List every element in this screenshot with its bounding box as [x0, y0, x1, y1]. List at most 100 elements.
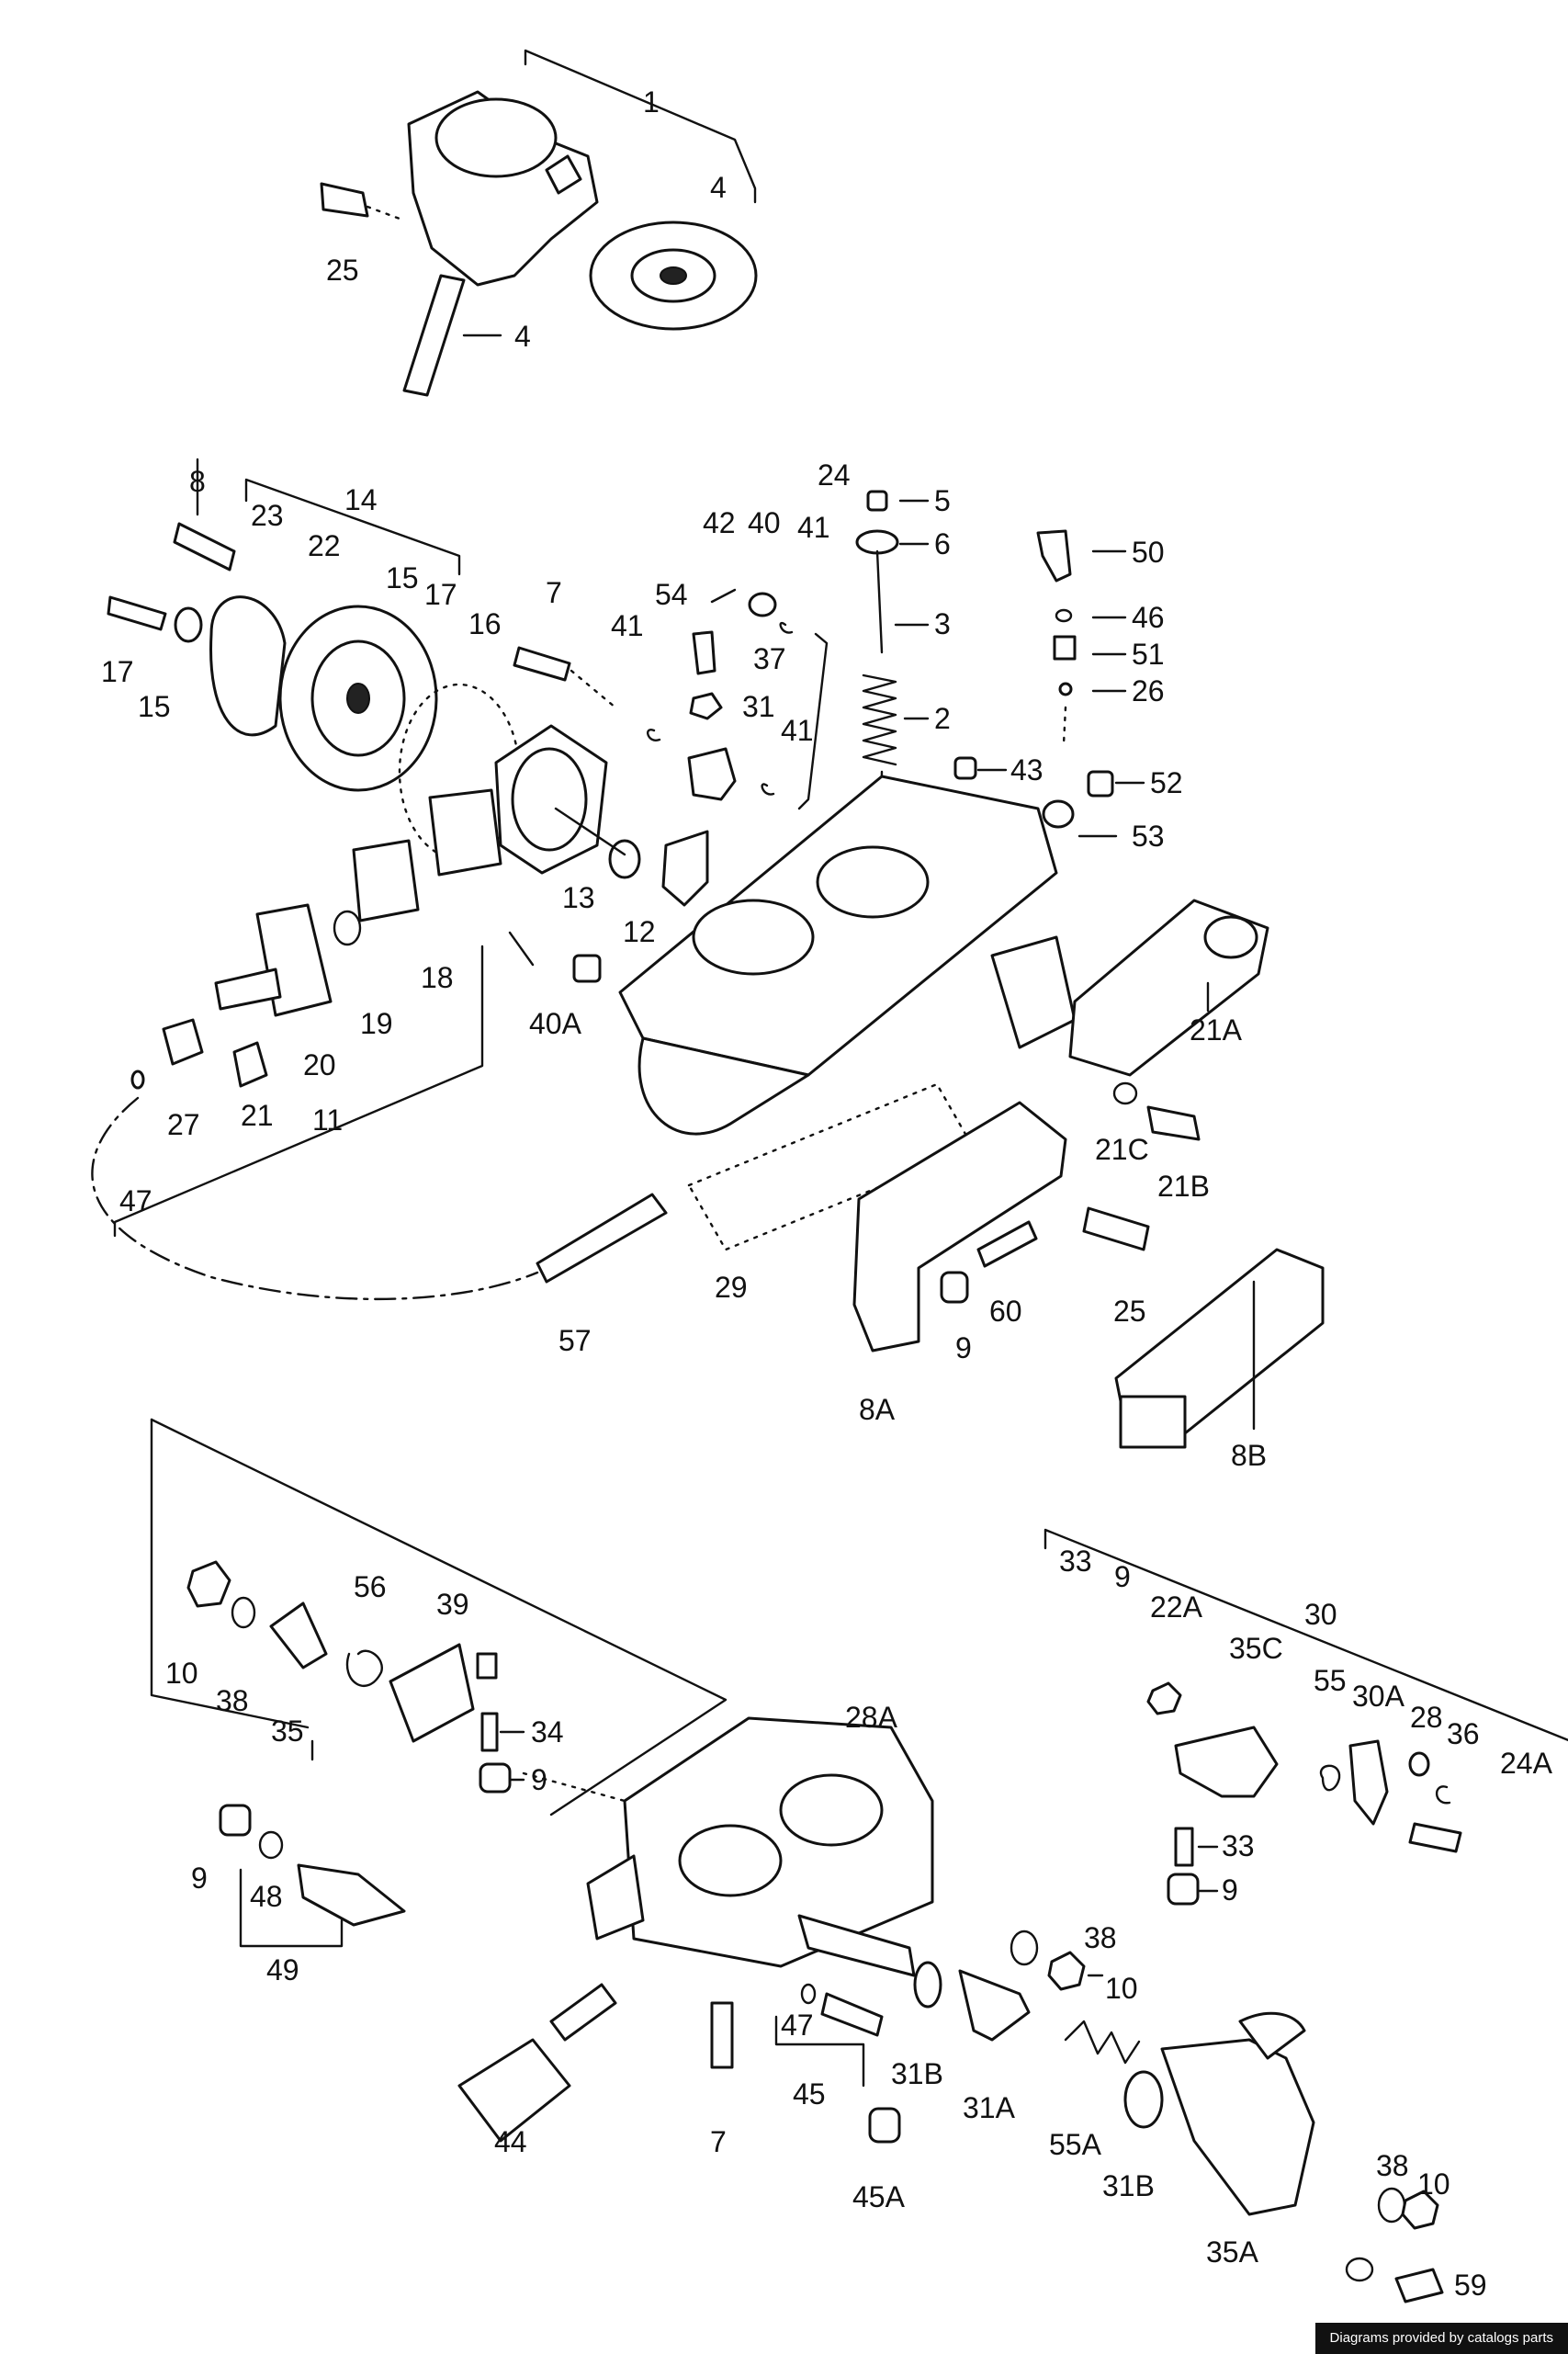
callout-41-left: 41 — [611, 609, 644, 642]
callout-21A: 21A — [1190, 1013, 1243, 1047]
clip-41-upper — [779, 622, 794, 634]
pin-42 — [710, 588, 737, 604]
needle-3 — [875, 549, 884, 654]
callout-43: 43 — [1010, 753, 1043, 787]
bracket-8A — [852, 1101, 1067, 1352]
callout-60: 60 — [989, 1295, 1022, 1328]
screw-24A — [1408, 1822, 1462, 1853]
float-chamber — [637, 1036, 810, 1136]
callout-37: 37 — [753, 642, 786, 675]
washer-38-lower — [1377, 2187, 1406, 2224]
callout-59: 59 — [1454, 2269, 1487, 2302]
lever-35C — [1174, 1726, 1279, 1798]
callout-21B: 21B — [1157, 1170, 1210, 1203]
callout-39: 39 — [436, 1588, 469, 1621]
leader-11-upper — [508, 931, 535, 967]
valve-50 — [1036, 529, 1072, 583]
callout-23: 23 — [251, 499, 284, 532]
throttle-body-port — [586, 1854, 645, 1941]
callout-25-top: 25 — [326, 254, 359, 287]
washer-31B-lower — [1123, 2070, 1164, 2129]
clip-13 — [608, 839, 641, 879]
callout-31: 31 — [742, 690, 775, 723]
vacuum-port — [545, 154, 582, 195]
throttle-body-28A — [623, 1716, 934, 1968]
callout-44: 44 — [494, 2125, 527, 2158]
nut-22A — [1146, 1681, 1182, 1715]
o-ring-48 — [258, 1830, 284, 1860]
bolt-21B — [1146, 1105, 1201, 1141]
vacuum-unit-cap — [434, 97, 558, 178]
callout-38-middle: 38 — [1084, 1921, 1117, 1954]
bush-9 — [940, 1271, 969, 1304]
callout-26: 26 — [1132, 674, 1165, 707]
callout-16: 16 — [468, 607, 502, 640]
callout-56: 56 — [354, 1570, 387, 1603]
callout-45: 45 — [793, 2077, 826, 2111]
callout-28A: 28A — [845, 1701, 898, 1734]
callout-22: 22 — [308, 529, 341, 562]
cutoff-valve-44 — [457, 2038, 571, 2143]
callout-45A: 45A — [852, 2180, 906, 2213]
bush-9-right — [1167, 1873, 1200, 1906]
spring-19 — [333, 910, 362, 946]
bush-9-left — [219, 1804, 252, 1837]
clip-21C — [1112, 1081, 1138, 1105]
washer-37 — [689, 692, 723, 720]
washer-59 — [1345, 2257, 1374, 2282]
lever-35A — [1160, 2038, 1315, 2216]
callout-52: 52 — [1150, 766, 1183, 799]
callout-14: 14 — [344, 483, 378, 516]
spring-2 — [862, 673, 897, 766]
bracket-14 — [244, 478, 461, 576]
rod-24 — [797, 632, 829, 810]
retaining-ring-23 — [209, 595, 287, 737]
callout-12: 12 — [623, 915, 656, 948]
cutoff-valve-44-tip — [549, 1983, 617, 2042]
throttle-shaft-left — [797, 1914, 916, 1977]
bush-9-inset — [479, 1762, 512, 1794]
callout-30A: 30A — [1352, 1680, 1405, 1713]
inset-frame-diagonal — [150, 1418, 728, 1816]
callout-55: 55 — [1314, 1664, 1347, 1697]
plunger-20 — [214, 968, 282, 1011]
callout-4-diaphragm: 4 — [710, 171, 727, 204]
carburettor-upper-group — [91, 478, 1325, 1449]
callout-35: 35 — [271, 1715, 304, 1748]
callout-2: 2 — [934, 702, 951, 735]
callout-17-upper: 17 — [424, 578, 457, 611]
choke-vacuum-unit-group — [320, 49, 758, 397]
bracket-30 — [1043, 1528, 1568, 1742]
callout-10-inset: 10 — [165, 1657, 198, 1690]
callout-9-bracket: 9 — [955, 1331, 972, 1364]
bracket-49 — [239, 1868, 344, 1948]
washer-38-middle — [1010, 1930, 1039, 1966]
valve-49 — [297, 1863, 406, 1927]
callout-46: 46 — [1132, 601, 1165, 634]
washer-15 — [174, 606, 203, 643]
throttle-body-group — [150, 1418, 1568, 2303]
callout-33-top: 33 — [1059, 1545, 1092, 1578]
callout-40A: 40A — [529, 1007, 582, 1040]
choke-housing-face — [511, 747, 588, 852]
hose-route-line — [91, 1096, 539, 1301]
callout-4-rod: 4 — [514, 320, 531, 353]
callout-31B-lower: 31B — [1102, 2169, 1155, 2202]
cap-5 — [866, 490, 888, 512]
callout-21C: 21C — [1095, 1133, 1149, 1166]
callout-47-lower: 47 — [781, 2009, 814, 2042]
screw-25-bracket — [1082, 1206, 1150, 1251]
callout-labels: 1 4 25 4 8 23 14 22 15 17 16 17 15 7 42 … — [101, 85, 1553, 2302]
pull-rod — [402, 274, 466, 397]
choke-cover-center — [346, 683, 370, 714]
inset-frame-left — [150, 1418, 310, 1729]
callout-7-top: 7 — [546, 576, 562, 609]
catalog-credit-badge: Diagrams provided by catalogs parts — [1314, 2323, 1568, 2354]
callout-15: 15 — [138, 690, 171, 723]
callout-21: 21 — [241, 1099, 274, 1132]
barrel-secondary — [816, 845, 930, 919]
lever-31 — [687, 747, 737, 801]
lever-35-inset — [269, 1601, 328, 1669]
lever-31A — [958, 1969, 1031, 2042]
